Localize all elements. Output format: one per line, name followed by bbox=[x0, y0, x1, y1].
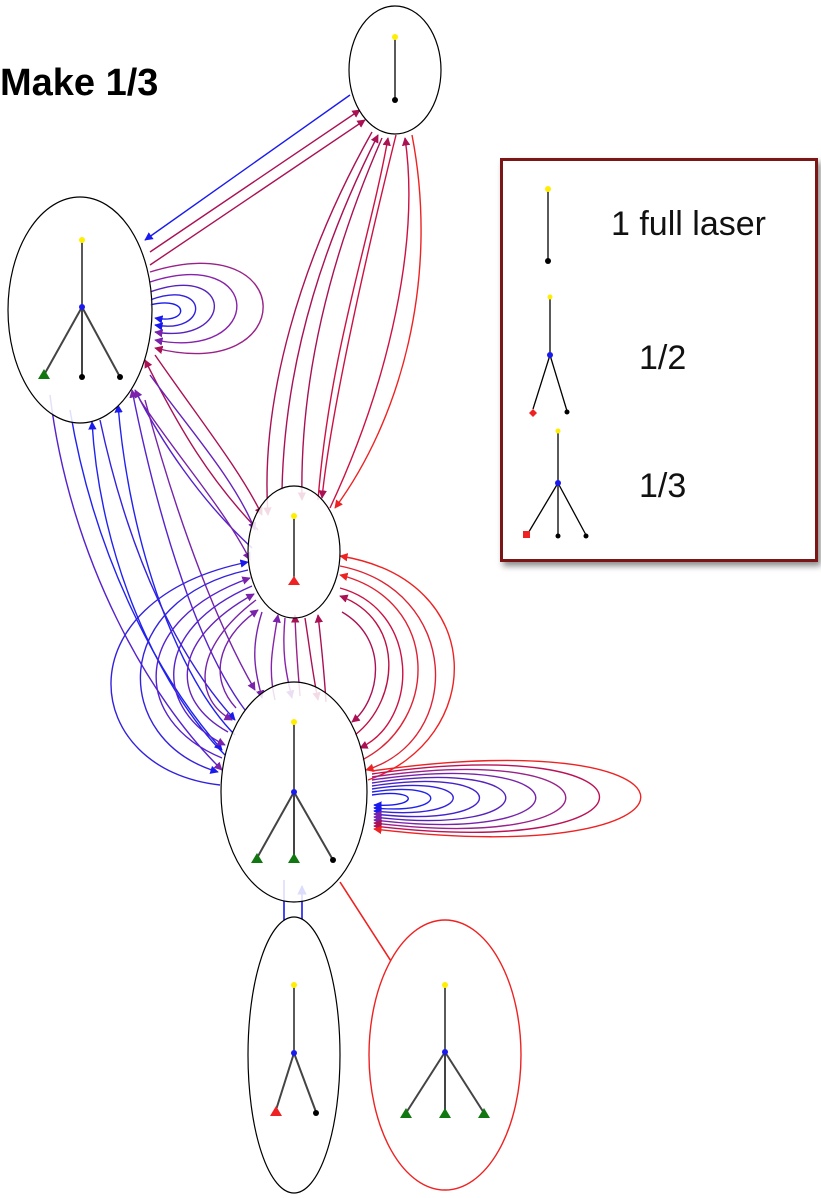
edge bbox=[154, 354, 263, 516]
self-loops-bottom bbox=[371, 759, 642, 838]
edge bbox=[88, 421, 226, 756]
edge bbox=[339, 572, 419, 761]
node-top bbox=[348, 5, 442, 135]
edge bbox=[129, 389, 246, 711]
edge bbox=[339, 881, 399, 973]
endpoint-dot bbox=[392, 97, 398, 103]
edge bbox=[173, 585, 253, 746]
legend-icon-half bbox=[529, 294, 570, 417]
green-triangle-icon bbox=[439, 1108, 451, 1118]
edge bbox=[149, 302, 182, 324]
green-triangle-icon bbox=[38, 369, 50, 379]
edge bbox=[149, 374, 257, 531]
legend: 1 full laser 1/2 1/3 bbox=[500, 158, 818, 562]
legend-icon-third bbox=[523, 428, 589, 539]
edge bbox=[139, 399, 251, 561]
laser-source-dot bbox=[392, 34, 398, 40]
edge bbox=[219, 609, 259, 709]
edges-top-left bbox=[144, 94, 366, 266]
edge bbox=[144, 359, 259, 531]
page-title: Make 1/3 bbox=[0, 62, 159, 104]
legend-label-half: 1/2 bbox=[639, 339, 687, 377]
red-square-icon bbox=[523, 531, 530, 538]
green-triangle-icon bbox=[400, 1108, 412, 1118]
edge bbox=[263, 131, 373, 516]
edge bbox=[371, 764, 601, 833]
edges-left-middle bbox=[134, 354, 263, 561]
edge bbox=[371, 780, 480, 820]
edge bbox=[329, 137, 411, 509]
node-bottom-left bbox=[247, 916, 341, 1194]
edge bbox=[110, 559, 249, 786]
legend-icons bbox=[523, 186, 589, 539]
edge bbox=[371, 792, 409, 810]
edge bbox=[204, 599, 257, 721]
edge bbox=[69, 409, 223, 751]
edge bbox=[139, 569, 249, 774]
edge bbox=[339, 594, 390, 736]
edge bbox=[371, 788, 432, 813]
node-middle bbox=[247, 485, 341, 619]
edge bbox=[49, 394, 223, 771]
edge bbox=[371, 772, 537, 826]
green-triangle-icon bbox=[251, 853, 263, 863]
edge bbox=[339, 553, 456, 781]
edges-middle-bottom-right bbox=[339, 553, 456, 781]
red-triangle-icon bbox=[288, 576, 300, 585]
edge bbox=[144, 399, 256, 691]
edge bbox=[149, 109, 361, 253]
edge bbox=[155, 576, 251, 759]
green-triangle-icon bbox=[478, 1108, 490, 1118]
edge bbox=[281, 134, 379, 491]
node-left bbox=[7, 196, 153, 424]
self-loops-left bbox=[149, 262, 264, 355]
edge bbox=[371, 776, 507, 823]
red-diamond-icon bbox=[529, 409, 537, 417]
edges-top-middle bbox=[263, 131, 422, 516]
edge bbox=[297, 137, 383, 501]
edge bbox=[149, 294, 197, 331]
legend-label-third: 1/3 bbox=[639, 467, 687, 505]
edges-middle-bottom-left bbox=[110, 559, 259, 786]
node-bottom-big bbox=[220, 681, 368, 903]
edge bbox=[144, 94, 351, 241]
edge bbox=[339, 565, 437, 772]
edge bbox=[149, 274, 238, 346]
edge bbox=[318, 134, 397, 499]
edge bbox=[317, 137, 391, 501]
edge bbox=[186, 593, 255, 733]
edge bbox=[371, 784, 454, 816]
edge bbox=[149, 262, 264, 355]
edge bbox=[334, 134, 422, 509]
red-triangle-icon bbox=[270, 1106, 282, 1116]
edge bbox=[371, 768, 567, 830]
edge bbox=[149, 119, 366, 266]
green-triangle-icon bbox=[288, 853, 300, 863]
edge bbox=[254, 611, 265, 699]
edge bbox=[371, 759, 642, 838]
edges-left-bottom bbox=[49, 389, 256, 771]
edge bbox=[341, 611, 377, 723]
edge bbox=[149, 284, 216, 338]
node-bottom-right-final bbox=[368, 919, 522, 1191]
legend-label-full-laser: 1 full laser bbox=[611, 205, 766, 243]
legend-icon-full-laser bbox=[545, 186, 551, 264]
edge bbox=[339, 587, 404, 749]
